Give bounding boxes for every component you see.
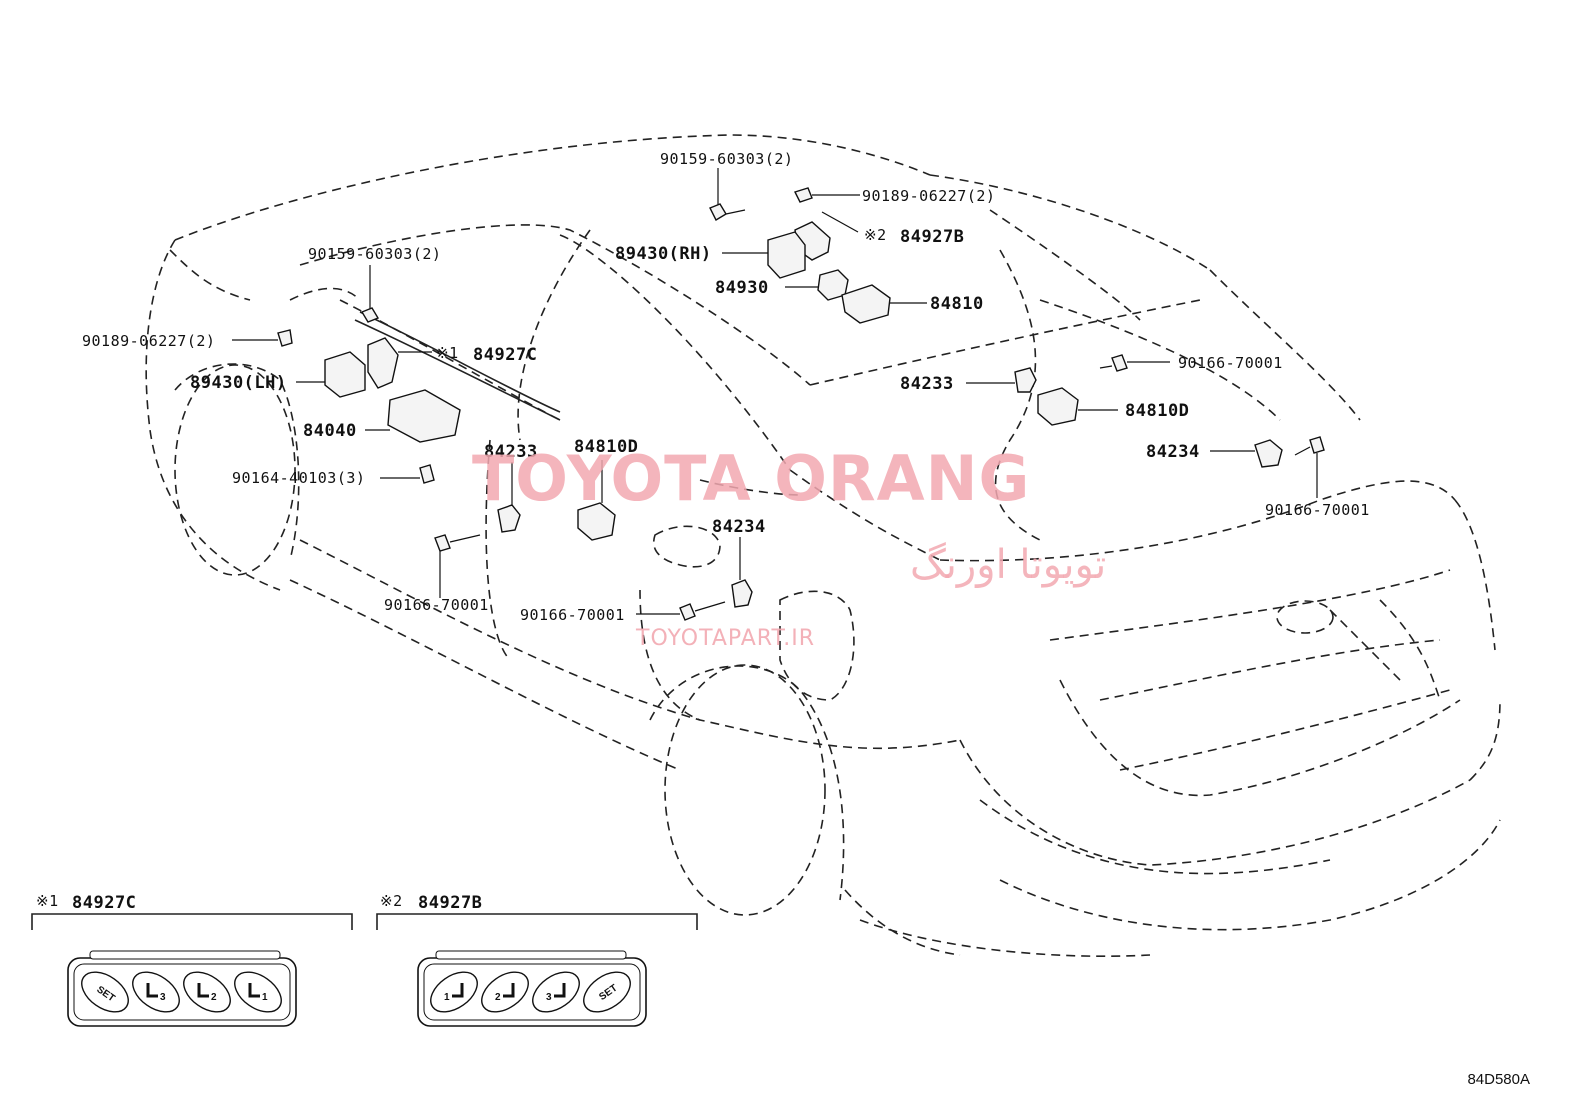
switch-84810d-right-icon	[1037, 387, 1079, 426]
svg-text:3: 3	[160, 992, 166, 1003]
lamp-84233-left-icon	[497, 504, 521, 533]
label-switch-rh: 84927B	[900, 227, 964, 247]
bolt-icon	[709, 203, 727, 221]
label-84810: 84810	[930, 294, 984, 314]
label-84040: 84040	[303, 421, 357, 441]
car-outline	[145, 134, 1501, 958]
inset2-part: 84927B	[418, 893, 482, 913]
inset2-mark: ※2	[380, 892, 403, 910]
label-84233-left: 84233	[484, 442, 538, 462]
clip-lh-icon	[277, 329, 293, 347]
watermark-persian: تویوتا اورنگ	[910, 542, 1106, 588]
label-lh-clip: 90189-06227(2)	[82, 332, 215, 350]
screw-left1-icon	[434, 534, 451, 552]
label-84930: 84930	[715, 278, 769, 298]
inset-84927b: ※2 84927B 1 2 3 SET	[376, 892, 698, 1027]
inset2-button-3: 3	[532, 971, 580, 1013]
label-lh-bolt: 90159-60303(2)	[308, 245, 441, 263]
diagram-code: 84D580A	[1467, 1071, 1530, 1088]
label-screw-right2: 90166-70001	[1265, 501, 1370, 519]
switch-84810d-left-icon	[577, 502, 616, 541]
switch-84040-icon	[387, 389, 461, 443]
label-84234-right: 84234	[1146, 442, 1200, 462]
label-switch-rh-mark: ※2	[864, 226, 887, 244]
lamp-84233-right-icon	[1014, 367, 1037, 393]
svg-text:1: 1	[444, 992, 450, 1003]
inset-84927c: ※1 84927C SET 3 2 1	[31, 892, 353, 1027]
inset2-button-1: 1	[430, 971, 478, 1013]
label-84233-right: 84233	[900, 374, 954, 394]
label-screw-left2: 90166-70001	[520, 606, 625, 624]
watermark-title: TOYOTA ORANG	[472, 442, 1030, 515]
inset1-button-3: 3	[132, 971, 180, 1013]
parts	[232, 168, 1325, 621]
label-screw-left1: 90166-70001	[384, 596, 489, 614]
label-screw-lh: 90164-40103(3)	[232, 469, 365, 487]
label-84810d-left: 84810D	[574, 437, 638, 457]
label-screw-right1: 90166-70001	[1178, 354, 1283, 372]
part-labels: 90159-60303(2) 90189-06227(2) ※2 84927B …	[82, 150, 1370, 624]
label-top-clip: 90189-06227(2)	[862, 187, 995, 205]
inset1-button-2: 2	[183, 971, 231, 1013]
label-top-bolt: 90159-60303(2)	[660, 150, 793, 168]
svg-text:2: 2	[495, 992, 501, 1003]
switch-84810-icon	[841, 284, 891, 324]
watermark: TOYOTA ORANG تویوتا اورنگ TOYOTAPART.IR	[472, 442, 1106, 651]
clip-icon	[794, 187, 813, 203]
inset1-mark: ※1	[36, 892, 59, 910]
watermark-url: TOYOTAPART.IR	[635, 626, 815, 651]
screw-lh-icon	[419, 464, 435, 484]
label-switch-lh-mark: ※1	[436, 344, 459, 362]
inset1-button-1: 1	[234, 971, 282, 1013]
label-ecu-rh: 89430(RH)	[615, 244, 712, 264]
svg-text:3: 3	[546, 992, 552, 1003]
lamp-84234-right-icon	[1254, 439, 1283, 468]
screw-right1-icon	[1111, 354, 1128, 372]
label-switch-lh: 84927C	[473, 345, 537, 365]
ecu-89430-rh-icon	[767, 231, 806, 279]
svg-text:1: 1	[262, 992, 268, 1003]
inset1-part: 84927C	[72, 893, 136, 913]
inset1-button-set: SET	[81, 971, 129, 1013]
screw-left2-icon	[679, 603, 696, 621]
bolt-lh-icon	[360, 307, 380, 323]
ecu-89430-lh-icon	[324, 351, 366, 398]
lamp-84234-left-icon	[731, 579, 753, 608]
svg-text:2: 2	[211, 992, 217, 1003]
screw-right2-icon	[1309, 436, 1325, 454]
inset2-button-2: 2	[481, 971, 529, 1013]
label-84810d-right: 84810D	[1125, 401, 1189, 421]
switch-84927c-icon	[367, 337, 399, 389]
inset2-button-set: SET	[583, 971, 631, 1013]
label-ecu-lh: 89430(LH)	[190, 373, 287, 393]
label-84234-left: 84234	[712, 517, 766, 537]
